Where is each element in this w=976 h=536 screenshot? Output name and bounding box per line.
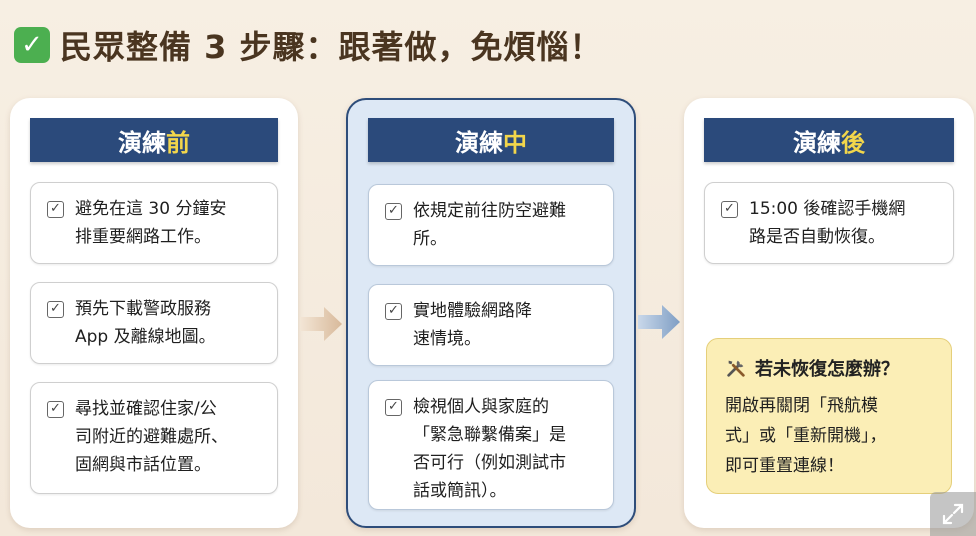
during-header: 演練中 xyxy=(368,118,614,162)
during-item-1-text: 依規定前往防空避難 所。 xyxy=(413,201,566,249)
tools-icon xyxy=(727,360,745,377)
after-item-1: ✓ 15:00 後確認手機網 路是否自動恢復。 xyxy=(704,182,954,264)
fullscreen-button[interactable] xyxy=(930,492,976,536)
checkbox-icon: ✓ xyxy=(721,201,738,218)
help-body: 開啟再關閉「飛航模 式」或「重新開機」， 即可重置連線！ xyxy=(725,396,887,476)
check-mark-icon: ✓ xyxy=(14,27,50,63)
during-card: 演練中 ✓ 依規定前往防空避難 所。 ✓ 實地體驗網路降 速情境。 ✓ 檢視個人… xyxy=(346,98,636,528)
expand-icon xyxy=(942,503,964,525)
before-card: 演練前 ✓ 避免在這 30 分鐘安 排重要網路工作。 ✓ 預先下載警政服務 Ap… xyxy=(10,98,298,528)
before-item-1-text: 避免在這 30 分鐘安 排重要網路工作。 xyxy=(75,199,227,247)
after-card: 演練後 ✓ 15:00 後確認手機網 路是否自動恢復。 若未恢復怎麼辦？ 開啟再… xyxy=(684,98,974,528)
during-item-3-text: 檢視個人與家庭的 「緊急聯繫備案」是 否可行（例如測試市 話或簡訊）。 xyxy=(413,397,566,501)
checkbox-icon: ✓ xyxy=(47,401,64,418)
before-item-1: ✓ 避免在這 30 分鐘安 排重要網路工作。 xyxy=(30,182,278,264)
before-header-prefix: 演練 xyxy=(118,128,166,157)
help-title-text: 若未恢復怎麼辦？ xyxy=(755,359,899,380)
checkbox-icon: ✓ xyxy=(47,301,64,318)
page-title: ✓ 民眾整備 3 步驟：跟著做，免煩惱！ xyxy=(14,22,603,68)
checkbox-icon: ✓ xyxy=(385,399,402,416)
arrow-right-icon xyxy=(300,307,342,341)
arrow-right-icon xyxy=(638,305,680,339)
before-item-3-text: 尋找並確認住家/公 司附近的避難處所、 固網與市話位置。 xyxy=(75,399,228,475)
after-header-highlight: 後 xyxy=(841,128,865,157)
checkbox-icon: ✓ xyxy=(47,201,64,218)
before-item-2: ✓ 預先下載警政服務 App 及離線地圖。 xyxy=(30,282,278,364)
before-header: 演練前 xyxy=(30,118,278,162)
during-item-1: ✓ 依規定前往防空避難 所。 xyxy=(368,184,614,266)
after-header-prefix: 演練 xyxy=(793,128,841,157)
after-item-1-text: 15:00 後確認手機網 路是否自動恢復。 xyxy=(749,199,906,247)
during-item-2-text: 實地體驗網路降 速情境。 xyxy=(413,301,532,349)
during-header-prefix: 演練 xyxy=(455,128,503,157)
checkbox-icon: ✓ xyxy=(385,303,402,320)
after-header: 演練後 xyxy=(704,118,954,162)
during-item-2: ✓ 實地體驗網路降 速情境。 xyxy=(368,284,614,366)
before-item-2-text: 預先下載警政服務 App 及離線地圖。 xyxy=(75,299,216,347)
before-item-3: ✓ 尋找並確認住家/公 司附近的避難處所、 固網與市話位置。 xyxy=(30,382,278,494)
help-box: 若未恢復怎麼辦？ 開啟再關閉「飛航模 式」或「重新開機」， 即可重置連線！ xyxy=(706,338,952,494)
during-header-highlight: 中 xyxy=(503,128,527,157)
during-item-3: ✓ 檢視個人與家庭的 「緊急聯繫備案」是 否可行（例如測試市 話或簡訊）。 xyxy=(368,380,614,510)
before-header-highlight: 前 xyxy=(166,128,190,157)
page-title-text: 民眾整備 3 步驟：跟著做，免煩惱！ xyxy=(60,28,603,66)
checkbox-icon: ✓ xyxy=(385,203,402,220)
help-title: 若未恢復怎麼辦？ xyxy=(725,355,935,381)
